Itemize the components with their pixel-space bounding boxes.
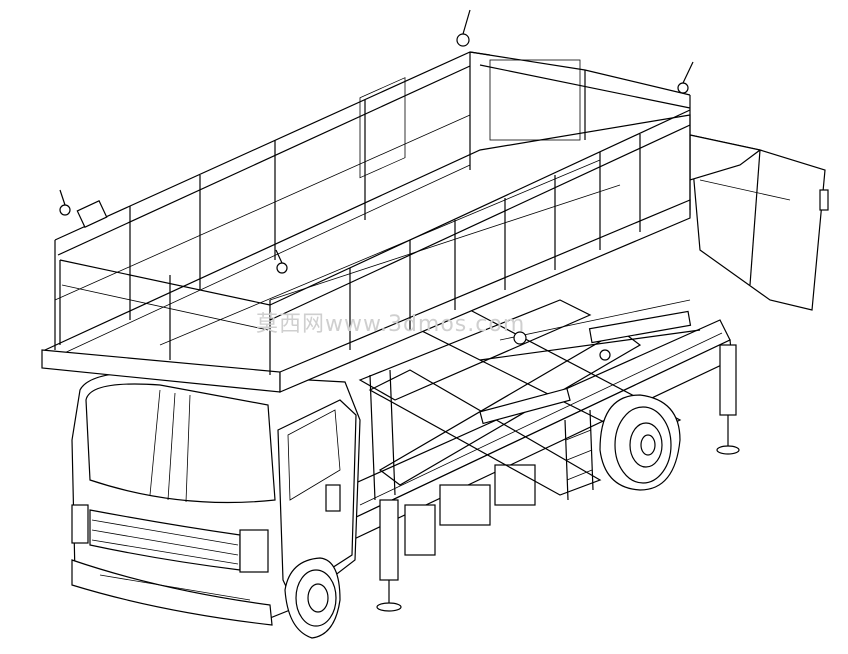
front-bumper xyxy=(71,559,273,626)
chassis-frame xyxy=(339,319,740,612)
headlight xyxy=(239,529,269,573)
guard-rails xyxy=(54,51,691,375)
platform-deck xyxy=(41,114,691,393)
beacon-lights xyxy=(59,9,694,274)
ramp-bridge xyxy=(689,134,829,311)
truck-cab xyxy=(71,371,361,626)
front-wheel xyxy=(284,557,341,639)
rear-wheel xyxy=(599,394,681,491)
